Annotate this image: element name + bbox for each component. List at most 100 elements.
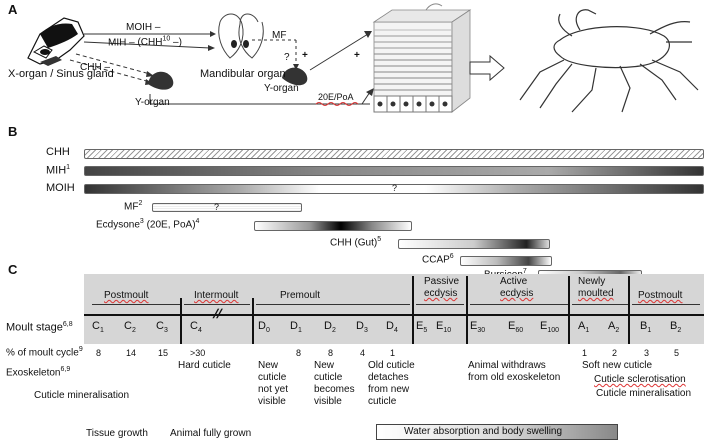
ccap-bar <box>460 256 552 266</box>
stage-a1-sub: 1 <box>585 327 590 335</box>
stage-e30-sub: 30 <box>477 327 486 335</box>
exoskeleton-label-sup: 6,9 <box>60 366 71 373</box>
moult-stage-band <box>84 274 704 344</box>
pct-a1: 1 <box>582 348 588 358</box>
mf-bar-label-sup: 2 <box>138 200 143 207</box>
phase-moulted: moulted <box>578 288 614 299</box>
ecdysone-bar <box>254 221 412 231</box>
stage-d0-base: D <box>258 320 266 332</box>
moult-stage-label-sup: 6,8 <box>62 321 73 328</box>
panel-a-letter: A <box>8 2 18 17</box>
chh10-sup: 10 <box>162 36 171 43</box>
stage-d1: D1 <box>290 320 302 334</box>
exo-new-visible: New cuticle becomes visible <box>314 360 355 407</box>
stage-d1-base: D <box>290 320 298 332</box>
mf-bar <box>152 203 302 212</box>
stage-e5: E5 <box>416 320 427 334</box>
stage-b1: B1 <box>640 320 651 334</box>
water-absorption-label: Water absorption and body swelling <box>404 426 563 437</box>
mf-question: ? <box>284 52 290 63</box>
stage-e100-base: E <box>540 320 548 332</box>
stage-b2-base: B <box>670 320 678 332</box>
mf-bar-question: ? <box>214 202 220 212</box>
stage-e100-sub: 100 <box>547 327 560 335</box>
stage-c1-base: C <box>92 320 100 332</box>
stage-c3-sub: 3 <box>163 327 168 335</box>
stage-b1-base: B <box>640 320 648 332</box>
phase-newly: Newly <box>578 276 606 287</box>
stage-e60: E60 <box>508 320 523 334</box>
stage-d2: D2 <box>324 320 336 334</box>
stage-c3-base: C <box>156 320 164 332</box>
divider-premoult-ecdysis <box>412 276 414 344</box>
phase-line-newly <box>572 304 628 305</box>
chh-label: CHH – <box>80 62 111 73</box>
mih-bar <box>84 166 704 176</box>
stage-a1-base: A <box>578 320 586 332</box>
mandibular-organ-illustration <box>218 13 264 59</box>
phase-line-premoult <box>256 304 410 305</box>
phase-passive-ecdysis: ecdysis <box>424 288 458 299</box>
pct-c2: 14 <box>126 348 137 358</box>
stage-e30: E30 <box>470 320 485 334</box>
stage-c4: C4 <box>190 320 202 334</box>
chh-gut-bar <box>398 239 550 249</box>
phase-line-passive <box>416 304 464 305</box>
chh-bar <box>84 149 704 159</box>
stage-c1-sub: 1 <box>99 327 104 335</box>
stage-a2-base: A <box>608 320 616 332</box>
phase-line-active <box>470 304 570 305</box>
panel-c-letter: C <box>8 262 18 277</box>
row-label-mih-sup: 1 <box>66 164 71 171</box>
phase-passive: Passive <box>424 276 460 287</box>
pct-a2: 2 <box>612 348 618 358</box>
stage-e30-base: E <box>470 320 478 332</box>
ecdysone-label: Ecdysone3 (20E, PoA)4 <box>96 218 199 230</box>
pct-b2: 5 <box>674 348 680 358</box>
x-organ-label: X-organ / Sinus gland <box>8 68 114 80</box>
stage-d4-base: D <box>386 320 394 332</box>
pct-d1: 8 <box>296 348 302 358</box>
chh-gut-label: CHH (Gut)5 <box>330 236 381 248</box>
mf-bar-label-text: MF <box>124 201 139 213</box>
stage-c1: C1 <box>92 320 104 334</box>
pct-b1: 3 <box>644 348 650 358</box>
ccap-label: CCAP6 <box>422 253 454 265</box>
exo-old-detaches: Old cuticle detaches from new cuticle <box>368 360 415 407</box>
stage-a1: A1 <box>578 320 589 334</box>
exoskeleton-label-text: Exoskeleton <box>6 367 61 379</box>
stage-d0: D0 <box>258 320 270 334</box>
stage-e60-sub: 60 <box>515 327 524 335</box>
ecdysone-label-mid: (20E, PoA) <box>143 219 196 231</box>
ccap-label-text: CCAP <box>422 254 450 266</box>
crab-illustration <box>519 9 699 113</box>
stage-e10: E10 <box>436 320 451 334</box>
pct-c3: 15 <box>158 348 169 358</box>
mf-label: MF <box>272 30 287 41</box>
stage-c3: C3 <box>156 320 168 334</box>
exo-new-not-visible: New cuticle not yet visible <box>258 360 289 407</box>
stage-e100: E100 <box>540 320 559 334</box>
chh10-post: –) <box>170 37 182 49</box>
y-organ-2-label: Y-organ <box>264 83 299 94</box>
mih-label-text: MIH – <box>108 37 135 49</box>
ccap-label-sup: 6 <box>449 253 454 260</box>
stage-a2: A2 <box>608 320 619 334</box>
divider-postmoult-intermoult <box>180 298 182 344</box>
stage-d4-sub: 4 <box>393 327 398 335</box>
phase-postmoult-left: Postmoult <box>104 290 149 301</box>
stage-axis-line <box>84 314 704 316</box>
stage-e10-base: E <box>436 320 444 332</box>
stage-d4: D4 <box>386 320 398 334</box>
mf-bar-label: MF2 <box>124 200 142 212</box>
stage-b2-sub: 2 <box>677 327 682 335</box>
pct-d4: 1 <box>390 348 396 358</box>
hormone-label: 20E/PoA <box>318 92 354 102</box>
percent-label: % of moult cycle9 <box>6 346 83 358</box>
divider-passive-active <box>466 276 468 344</box>
phase-postmoult-right: Postmoult <box>638 290 683 301</box>
ecdysone-label-sup2: 4 <box>195 218 200 225</box>
y-organ-2-shape <box>282 67 308 86</box>
exo-fully-grown: Animal fully grown <box>170 428 252 439</box>
mandibular-organ-label: Mandibular organ <box>200 68 286 80</box>
